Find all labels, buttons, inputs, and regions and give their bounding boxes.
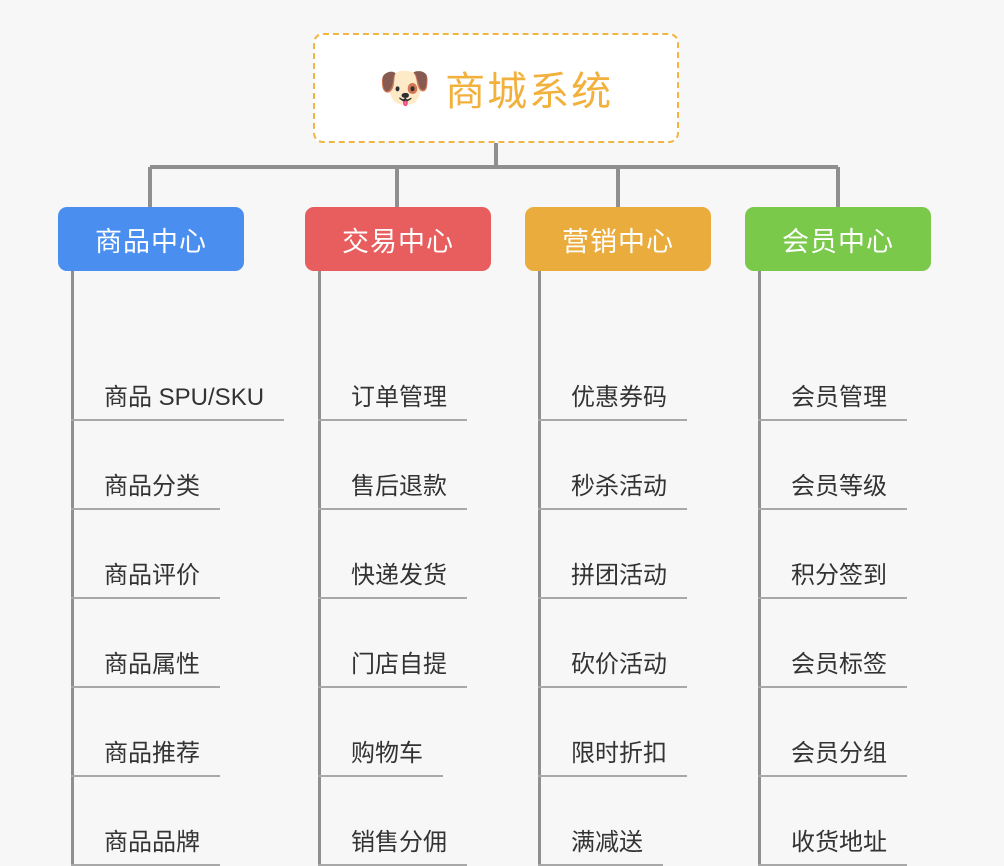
- leaf-item[interactable]: 售后退款: [305, 421, 491, 510]
- root-node-mall-system[interactable]: 🐶 商城系统: [313, 33, 679, 143]
- leaf-item[interactable]: 商品推荐: [58, 688, 244, 777]
- leaf-item-label: 销售分佣: [351, 829, 447, 856]
- leaf-item-label: 会员等级: [791, 473, 887, 500]
- leaf-underline: [758, 419, 907, 421]
- root-node-title: 商城系统: [445, 70, 614, 114]
- branch-header-1[interactable]: 交易中心: [305, 207, 491, 271]
- branch-header-0[interactable]: 商品中心: [58, 207, 244, 271]
- leaf-item[interactable]: 购物车: [305, 688, 491, 777]
- leaf-item[interactable]: 门店自提: [305, 599, 491, 688]
- leaf-item-label: 秒杀活动: [571, 473, 667, 500]
- leaf-underline: [758, 775, 907, 777]
- leaf-item[interactable]: 商品评价: [58, 510, 244, 599]
- leaf-item-label: 商品 SPU/SKU: [104, 384, 265, 411]
- leaf-item-label: 会员标签: [791, 651, 887, 678]
- branch-column-2: 营销中心 优惠券码秒杀活动拼团活动砍价活动限时折扣满减送: [525, 207, 711, 866]
- leaf-list-2: 优惠券码秒杀活动拼团活动砍价活动限时折扣满减送: [525, 271, 711, 866]
- branch-body-3: 会员管理会员等级积分签到会员标签会员分组收货地址: [745, 271, 931, 866]
- leaf-underline: [758, 686, 907, 688]
- leaf-item[interactable]: 优惠券码: [525, 332, 711, 421]
- branch-body-1: 订单管理售后退款快递发货门店自提购物车销售分佣: [305, 271, 491, 866]
- branch-spine-2: [538, 271, 541, 866]
- branch-header-2[interactable]: 营销中心: [525, 207, 711, 271]
- leaf-underline: [71, 419, 284, 421]
- leaf-item-label: 商品分类: [104, 473, 200, 500]
- leaf-underline: [538, 419, 687, 421]
- leaf-item[interactable]: 拼团活动: [525, 510, 711, 599]
- leaf-item-label: 订单管理: [351, 384, 447, 411]
- leaf-item[interactable]: 砍价活动: [525, 599, 711, 688]
- branch-column-1: 交易中心 订单管理售后退款快递发货门店自提购物车销售分佣: [305, 207, 491, 866]
- leaf-item-label: 商品品牌: [104, 829, 200, 856]
- leaf-item-label: 商品属性: [104, 651, 200, 678]
- leaf-underline: [538, 508, 687, 510]
- leaf-item[interactable]: 订单管理: [305, 332, 491, 421]
- leaf-item-label: 会员分组: [791, 740, 887, 767]
- leaf-item[interactable]: 秒杀活动: [525, 421, 711, 510]
- leaf-item[interactable]: 销售分佣: [305, 777, 491, 866]
- leaf-underline: [538, 597, 687, 599]
- leaf-underline: [538, 775, 687, 777]
- branch-spine-3: [758, 271, 761, 866]
- leaf-underline: [318, 597, 467, 599]
- leaf-underline: [758, 508, 907, 510]
- shiba-dog-face-icon: 🐶: [378, 64, 432, 111]
- leaf-item[interactable]: 满减送: [525, 777, 711, 866]
- branch-spine-0: [71, 271, 74, 866]
- leaf-item-label: 会员管理: [791, 384, 887, 411]
- leaf-item-label: 满减送: [571, 829, 643, 856]
- leaf-item-label: 商品推荐: [104, 740, 200, 767]
- leaf-item[interactable]: 商品分类: [58, 421, 244, 510]
- leaf-item-label: 门店自提: [351, 651, 447, 678]
- leaf-underline: [71, 508, 220, 510]
- branch-column-3: 会员中心 会员管理会员等级积分签到会员标签会员分组收货地址: [745, 207, 931, 866]
- branch-body-0: 商品 SPU/SKU 商品分类商品评价商品属性商品推荐商品品牌: [58, 271, 284, 866]
- leaf-item[interactable]: 会员分组: [745, 688, 931, 777]
- leaf-item[interactable]: 会员管理: [745, 332, 931, 421]
- leaf-item-label: 拼团活动: [571, 562, 667, 589]
- leaf-item[interactable]: 会员标签: [745, 599, 931, 688]
- branch-column-0: 商品中心 商品 SPU/SKU 商品分类商品评价商品属性商品推荐商品品牌: [58, 207, 284, 866]
- leaf-item-label: 收货地址: [791, 829, 887, 856]
- leaf-item-label: 砍价活动: [571, 651, 667, 678]
- leaf-item[interactable]: 会员等级: [745, 421, 931, 510]
- leaf-item[interactable]: 商品属性: [58, 599, 244, 688]
- leaf-item[interactable]: 收货地址: [745, 777, 931, 866]
- leaf-underline: [71, 597, 220, 599]
- branch-body-2: 优惠券码秒杀活动拼团活动砍价活动限时折扣满减送: [525, 271, 711, 866]
- leaf-list-0: 商品 SPU/SKU 商品分类商品评价商品属性商品推荐商品品牌: [58, 271, 284, 866]
- leaf-item-label: 优惠券码: [571, 384, 667, 411]
- leaf-underline: [318, 775, 443, 777]
- leaf-item-label: 积分签到: [791, 562, 887, 589]
- leaf-item[interactable]: 快递发货: [305, 510, 491, 599]
- leaf-underline: [318, 508, 467, 510]
- branch-header-3[interactable]: 会员中心: [745, 207, 931, 271]
- leaf-item[interactable]: 积分签到: [745, 510, 931, 599]
- leaf-item-label: 购物车: [351, 740, 423, 767]
- leaf-item-label: 快递发货: [351, 562, 447, 589]
- leaf-list-1: 订单管理售后退款快递发货门店自提购物车销售分佣: [305, 271, 491, 866]
- leaf-underline: [71, 775, 220, 777]
- leaf-underline: [758, 597, 907, 599]
- leaf-item[interactable]: 商品品牌: [58, 777, 244, 866]
- leaf-item[interactable]: 商品 SPU/SKU: [58, 332, 284, 421]
- leaf-underline: [318, 686, 467, 688]
- leaf-item-label: 商品评价: [104, 562, 200, 589]
- leaf-underline: [71, 686, 220, 688]
- leaf-underline: [538, 686, 687, 688]
- leaf-list-3: 会员管理会员等级积分签到会员标签会员分组收货地址: [745, 271, 931, 866]
- branch-spine-1: [318, 271, 321, 866]
- leaf-item-label: 售后退款: [351, 473, 447, 500]
- leaf-underline: [318, 419, 467, 421]
- leaf-item[interactable]: 限时折扣: [525, 688, 711, 777]
- leaf-item-label: 限时折扣: [571, 740, 667, 767]
